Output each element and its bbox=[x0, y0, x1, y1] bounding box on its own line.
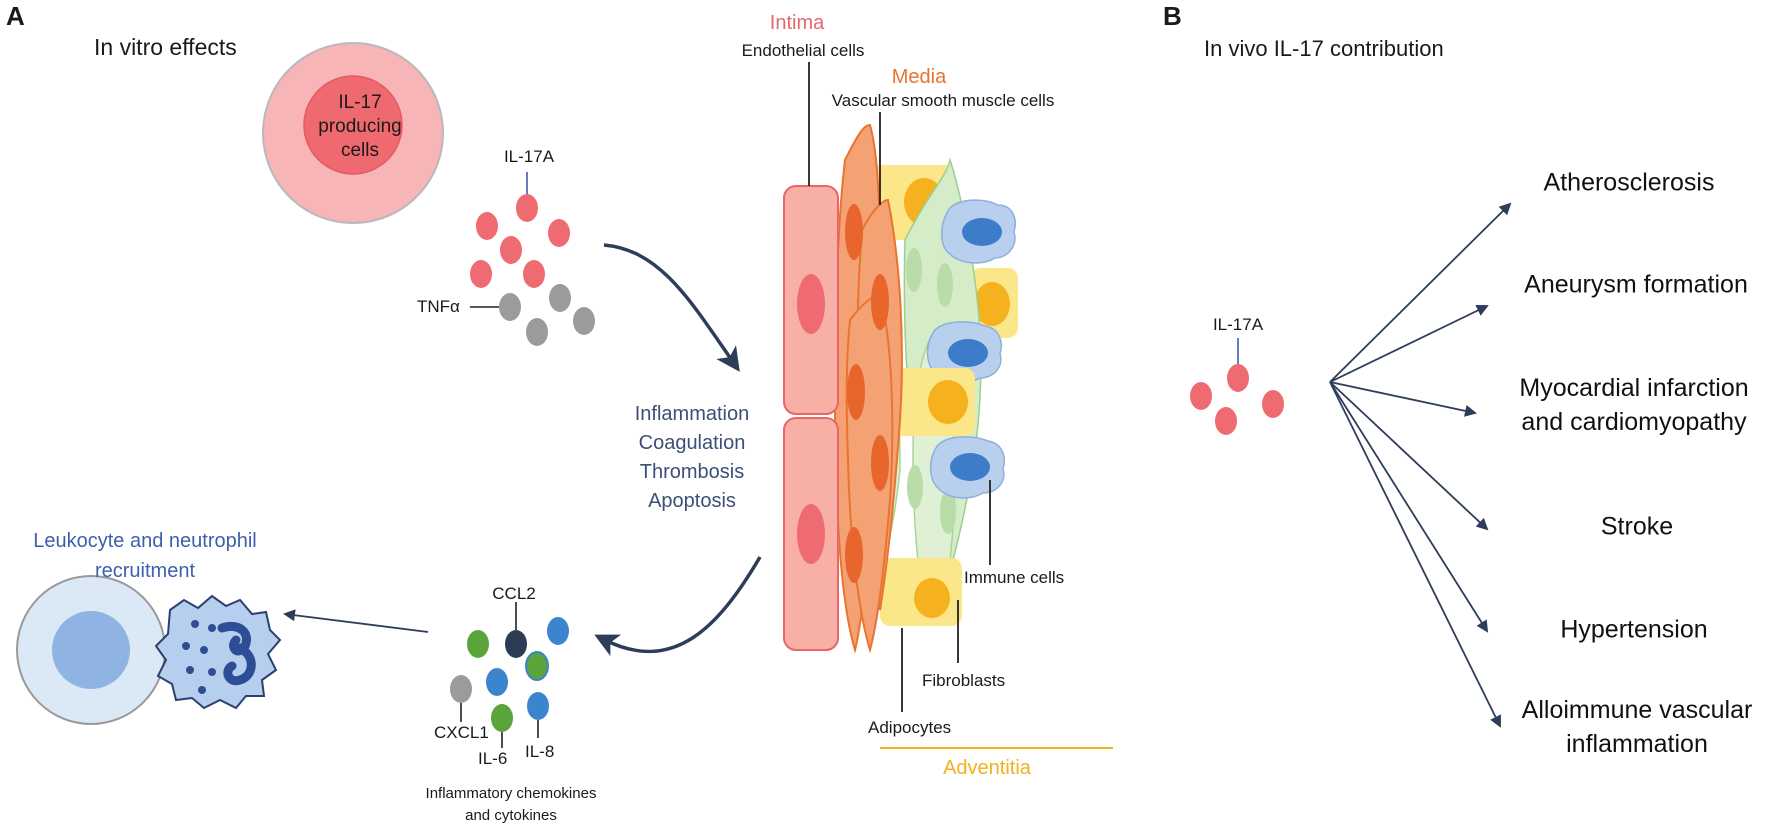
il17a-label: IL-17A bbox=[503, 147, 555, 166]
endothelial-label: Endothelial cells bbox=[741, 41, 865, 60]
chemokines-caption: Inflammatory chemokines and cytokines bbox=[425, 785, 597, 824]
il17a-label-b: IL-17A bbox=[1212, 315, 1264, 334]
il8-label: IL-8 bbox=[525, 742, 555, 761]
il17-producing-cell bbox=[262, 42, 444, 224]
intima-label: Intima bbox=[769, 12, 825, 34]
media-label: Media bbox=[891, 66, 947, 88]
outcome-arrows bbox=[1329, 202, 1512, 728]
immune-cells-label: Immune cells bbox=[964, 568, 1065, 587]
in-vitro-title: In vitro effects bbox=[94, 34, 237, 60]
il17a-cluster-b bbox=[1190, 338, 1284, 435]
adipocytes-label: Adipocytes bbox=[868, 718, 952, 737]
vessel-wall bbox=[783, 62, 1113, 749]
producing-cells-label: IL-17 producing cells bbox=[318, 92, 402, 161]
arrow-to-chemokines bbox=[594, 556, 762, 657]
tnfa-label: TNFα bbox=[417, 297, 460, 316]
fibroblasts-label: Fibroblasts bbox=[922, 671, 1006, 690]
outcome-hypertension: Hypertension bbox=[1560, 615, 1708, 644]
effects-list: Inflammation Coagulation Thrombosis Apop… bbox=[635, 400, 750, 516]
chemokine-cluster bbox=[450, 602, 569, 748]
in-vivo-title: In vivo IL-17 contribution bbox=[1204, 36, 1444, 61]
recruited-cells bbox=[16, 575, 282, 725]
arrow-to-vessel bbox=[603, 243, 740, 372]
il17a-tnfa-cluster bbox=[470, 172, 595, 346]
adventitia-label: Adventitia bbox=[943, 757, 1031, 779]
arrow-to-recruitment bbox=[283, 609, 429, 633]
outcome-myocardial: Myocardial infarction and cardiomyopathy bbox=[1519, 374, 1749, 436]
il6-label: IL-6 bbox=[478, 749, 508, 768]
outcome-stroke: Stroke bbox=[1600, 512, 1674, 541]
effect-thrombosis: Thrombosis bbox=[639, 461, 745, 483]
recruitment-label: Leukocyte and neutrophil recruitment bbox=[33, 530, 257, 582]
cxcl1-label: CXCL1 bbox=[434, 723, 489, 742]
outcome-aneurysm: Aneurysm formation bbox=[1524, 270, 1748, 299]
effect-apoptosis: Apoptosis bbox=[648, 490, 736, 512]
panel-a-letter: A bbox=[6, 1, 25, 31]
effect-coagulation: Coagulation bbox=[638, 432, 746, 454]
panel-b-letter: B bbox=[1163, 1, 1182, 31]
effect-inflammation: Inflammation bbox=[634, 403, 750, 425]
outcome-alloimmune: Alloimmune vascular inflammation bbox=[1521, 696, 1753, 758]
outcome-atherosclerosis: Atherosclerosis bbox=[1543, 168, 1715, 197]
ccl2-label: CCL2 bbox=[492, 584, 536, 603]
vsmc-label: Vascular smooth muscle cells bbox=[831, 91, 1055, 110]
